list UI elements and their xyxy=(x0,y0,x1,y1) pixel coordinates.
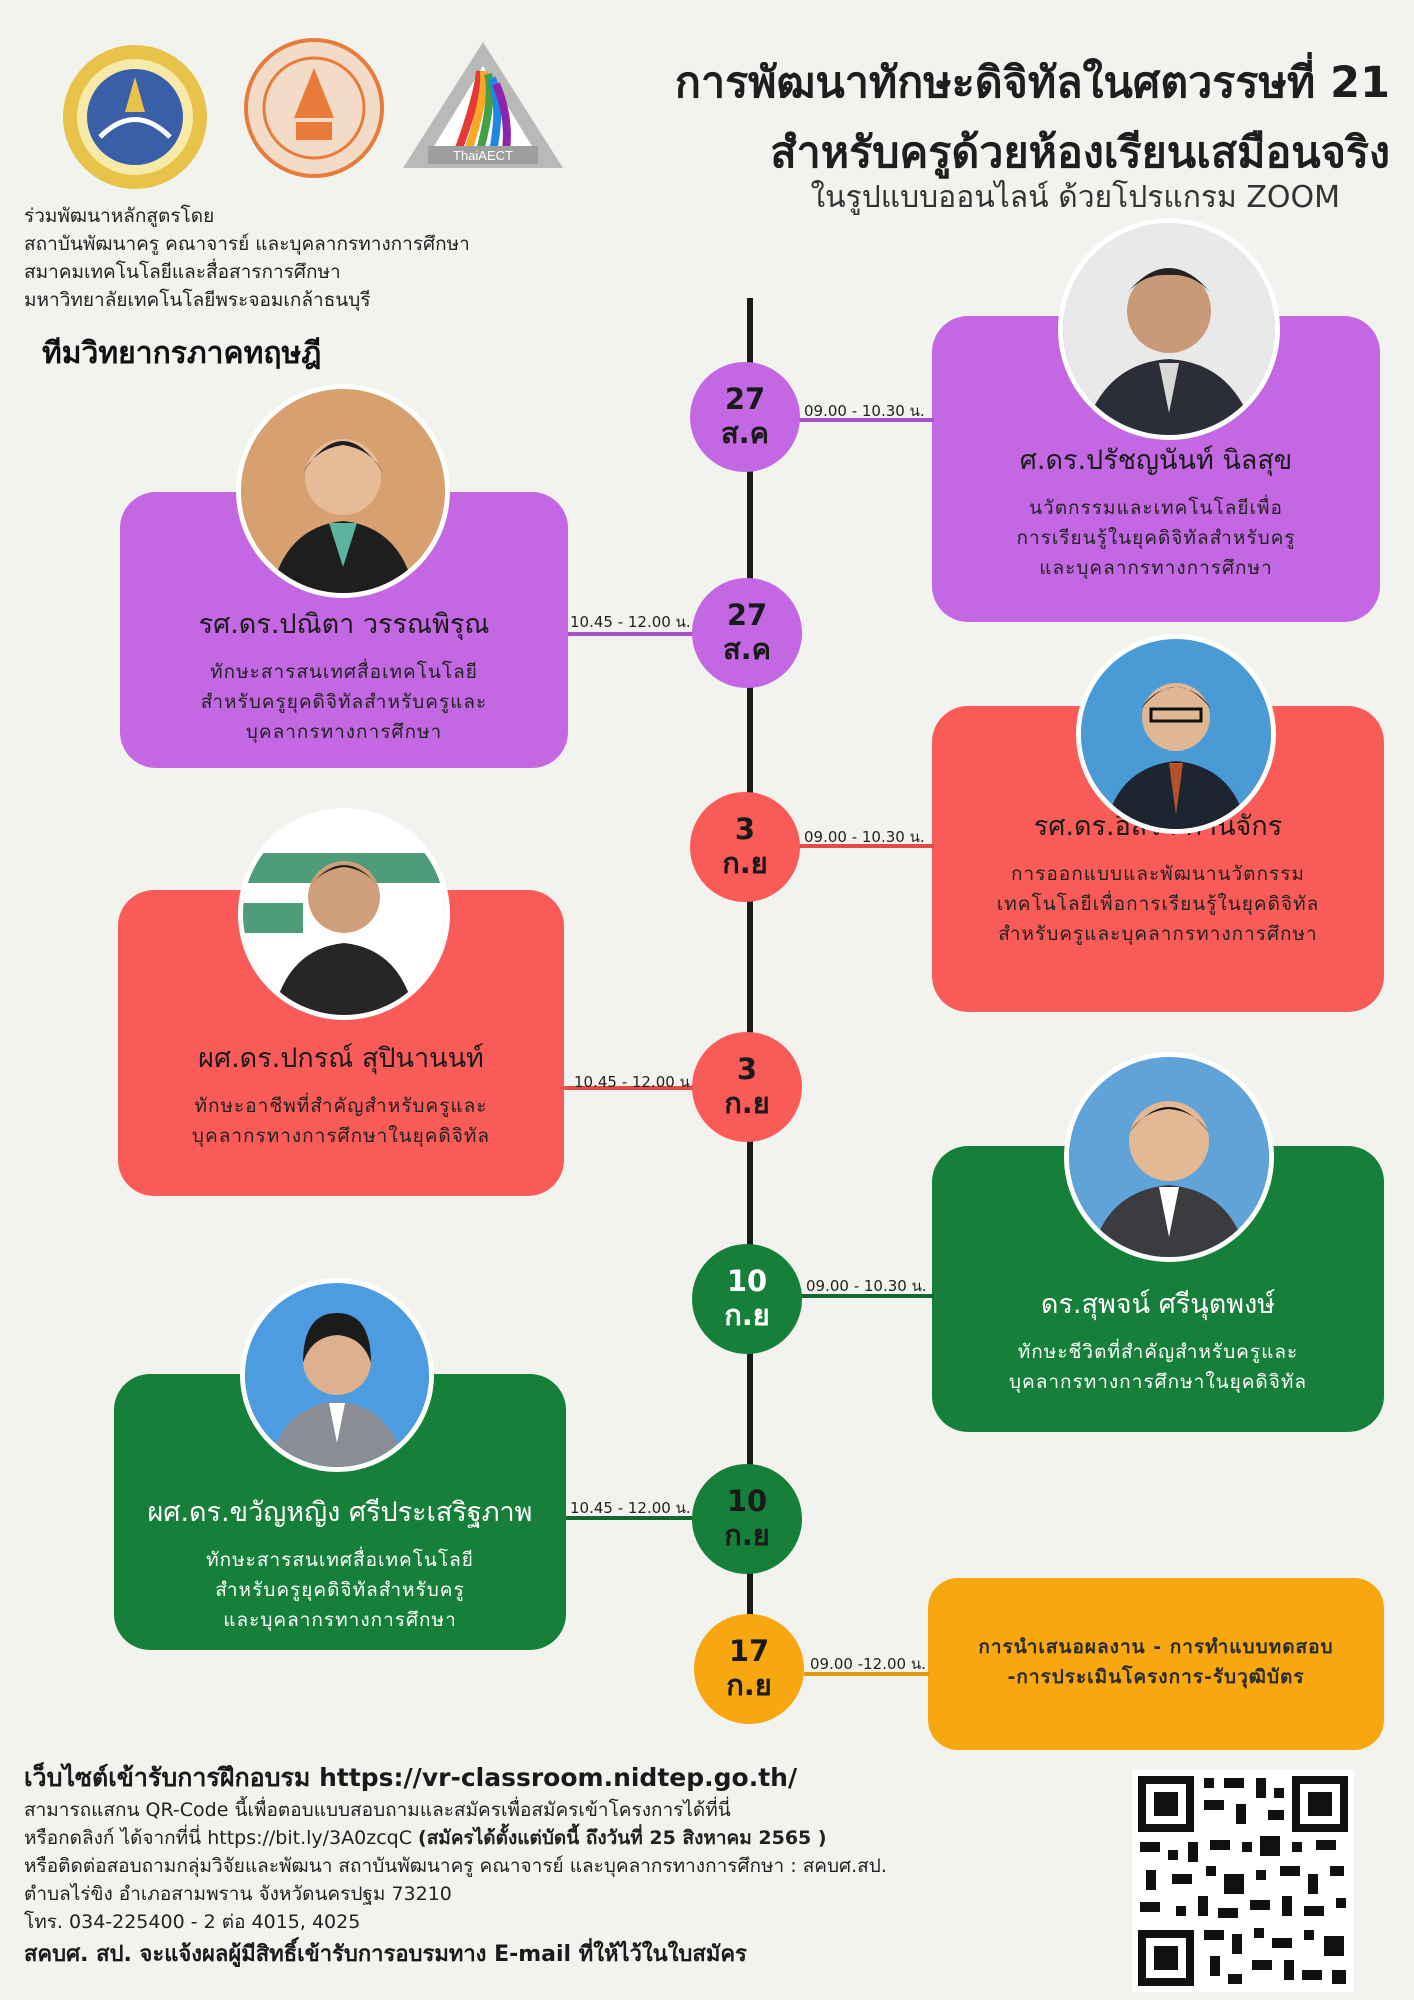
partners-line-3: สมาคมเทคโนโลยีและสื่อสารการศึกษา xyxy=(24,261,341,283)
speaker-photo-2 xyxy=(236,384,450,598)
connector-7 xyxy=(804,1672,930,1676)
university-logo xyxy=(244,38,384,178)
title-line-3: ในรูปแบบออนไลน์ ด้วยโปรแกรม ZOOM xyxy=(810,180,1340,215)
time-label-4: 10.45 - 12.00 น. xyxy=(574,1073,695,1091)
speaker-topic: ทักษะสารสนเทศสื่อเทคโนโลยีสำหรับครูยุคดิ… xyxy=(200,661,488,743)
footer-line-3: หรือติดต่อสอบถามกลุ่มวิจัยและพัฒนา สถาบั… xyxy=(24,1855,887,1877)
title-line-1: การพัฒนาทักษะดิจิทัลในศตวรรษที่ 21 xyxy=(674,58,1390,108)
thaiaect-logo: ThaiAECT xyxy=(398,36,568,176)
footer-line-1: สามารถแสกน QR-Code นี้เพื่อตอบแบบสอบถามแ… xyxy=(24,1799,731,1821)
connector-2 xyxy=(568,632,704,636)
institute-logo xyxy=(60,42,210,192)
connector-4 xyxy=(564,1086,704,1090)
speaker-name: รศ.ดร.ปณิตา วรรณพิรุณ xyxy=(198,609,490,640)
qr-code[interactable] xyxy=(1132,1770,1354,1992)
speaker-photo-5 xyxy=(1064,1052,1274,1262)
notice-text: สคบศ. สป. จะแจ้งผลผู้มีสิทธิ์เข้ารับการอ… xyxy=(24,1942,747,1967)
speaker-photo-1 xyxy=(1058,218,1280,440)
speaker-photo-6 xyxy=(240,1278,434,1472)
time-label-2: 10.45 - 12.00 น. xyxy=(570,613,691,631)
partners-line-2: สถาบันพัฒนาครู คณาจารย์ และบุคลากรทางการ… xyxy=(24,233,470,255)
speaker-photo-3 xyxy=(1076,634,1276,834)
title-line-2: สำหรับครูด้วยห้องเรียนเสมือนจริง xyxy=(770,128,1390,178)
partners-block: ร่วมพัฒนาหลักสูตรโดย สถาบันพัฒนาครู คณาจ… xyxy=(24,202,470,314)
speaker-name: ผศ.ดร.ขวัญหญิง ศรีประเสริฐภาพ xyxy=(147,1497,533,1528)
speaker-topic: ทักษะสารสนเทศสื่อเทคโนโลยีสำหรับครูยุคดิ… xyxy=(206,1549,474,1631)
footer-line-2: หรือกดลิงก์ ได้จากที่นี่ https://bit.ly/… xyxy=(24,1824,1104,1852)
speaker-topic: การออกแบบและพัฒนานวัตกรรมเทคโนโลยีเพื่อก… xyxy=(996,863,1320,945)
speaker-card-4: ผศ.ดร.ปกรณ์ สุปินานนท์ ทักษะอาชีพที่สำคั… xyxy=(118,890,564,1196)
website-link[interactable]: เว็บไซต์เข้ารับการฝึกอบรม https://vr-cla… xyxy=(24,1763,798,1792)
footer-line-5: โทร. 034-225400 - 2 ต่อ 4015, 4025 xyxy=(24,1911,361,1933)
time-label-7: 09.00 -12.00 น. xyxy=(810,1655,926,1673)
speaker-name: ผศ.ดร.ปกรณ์ สุปินานนท์ xyxy=(198,1043,484,1074)
speaker-topic: ทักษะอาชีพที่สำคัญสำหรับครูและบุคลากรทาง… xyxy=(191,1095,491,1147)
partners-line-4: มหาวิทยาลัยเทคโนโลยีพระจอมเกล้าธนบุรี xyxy=(24,289,371,311)
speaker-name: ศ.ดร.ปรัชญนันท์ นิลสุข xyxy=(1019,445,1293,476)
time-label-1: 09.00 - 10.30 น. xyxy=(804,402,925,420)
connector-3 xyxy=(798,844,934,848)
connector-6 xyxy=(566,1516,704,1520)
partners-line-1: ร่วมพัฒนาหลักสูตรโดย xyxy=(24,205,215,227)
final-session-card: การนำเสนอผลงาน - การทำแบบทดสอบ-การประเมิ… xyxy=(928,1578,1384,1750)
section-title: ทีมวิทยากรภาคทฤษฎี xyxy=(42,336,322,371)
connector-1 xyxy=(798,418,934,422)
time-label-5: 09.00 - 10.30 น. xyxy=(806,1277,927,1295)
connector-5 xyxy=(800,1294,934,1298)
final-session-topic: การนำเสนอผลงาน - การทำแบบทดสอบ-การประเมิ… xyxy=(978,1636,1334,1688)
time-label-3: 09.00 - 10.30 น. xyxy=(804,828,925,846)
thaiaect-logo-text: ThaiAECT xyxy=(453,148,513,163)
speaker-topic: ทักษะชีวิตที่สำคัญสำหรับครูและบุคลากรทาง… xyxy=(1008,1341,1308,1393)
timeline-axis xyxy=(747,298,753,1678)
registration-link[interactable]: หรือกดลิงก์ ได้จากที่นี่ https://bit.ly/… xyxy=(24,1827,412,1849)
footer-line-4: ตำบลไร่ขิง อำเภอสามพราน จังหวัดนครปฐม 73… xyxy=(24,1883,452,1905)
time-label-6: 10.45 - 12.00 น. xyxy=(570,1499,691,1517)
registration-deadline: (สมัครได้ตั้งแต่บัดนี้ ถึงวันที่ 25 สิงห… xyxy=(418,1827,827,1849)
speaker-name: ดร.สุพจน์ ศรีนุตพงษ์ xyxy=(1040,1289,1276,1320)
footer-info: สามารถแสกน QR-Code นี้เพื่อตอบแบบสอบถามแ… xyxy=(24,1796,1104,1936)
speaker-topic: นวัตกรรมและเทคโนโลยีเพื่อการเรียนรู้ในยุ… xyxy=(1016,497,1296,579)
speaker-photo-4 xyxy=(238,808,450,1020)
